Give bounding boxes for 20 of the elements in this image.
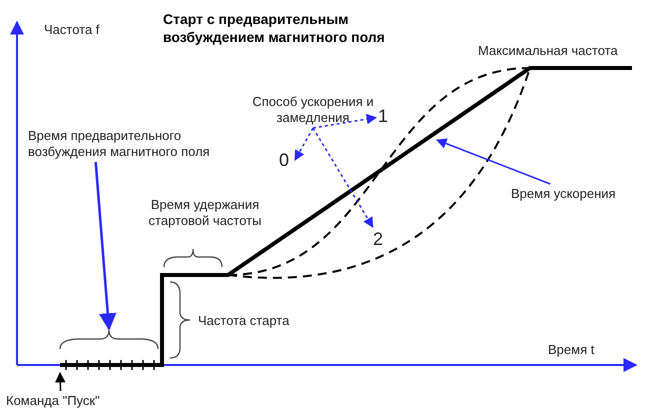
- arrow: [312, 114, 378, 129]
- curve-number: 1: [378, 106, 392, 126]
- curve-number: 0: [279, 150, 293, 170]
- callout-text: Команда "Пуск": [6, 393, 126, 409]
- callout-text: Время ускорения: [511, 186, 641, 202]
- leader-arrow: [55, 372, 66, 392]
- diagram-title: Старт с предварительным возбуждением магнитного поля: [163, 10, 386, 46]
- leader-arrow: [436, 138, 551, 185]
- annotation-text: Время удержания стартовой частоты: [148, 197, 262, 229]
- curly-brace: [59, 329, 159, 350]
- arrow: [294, 128, 314, 161]
- callout-text: Способ ускорения и замедления: [248, 94, 378, 126]
- axis-label: Частота f: [44, 22, 100, 38]
- curve-number: 2: [373, 229, 387, 249]
- callout-text: Время предварительного возбуждения магнитного поля: [28, 128, 224, 160]
- arrow: [312, 128, 374, 228]
- axis-label: Время t: [548, 342, 596, 358]
- annotation-text: Частота старта: [198, 313, 290, 329]
- annotation-text: Максимальная частота: [478, 43, 619, 59]
- arrow: [94, 162, 116, 331]
